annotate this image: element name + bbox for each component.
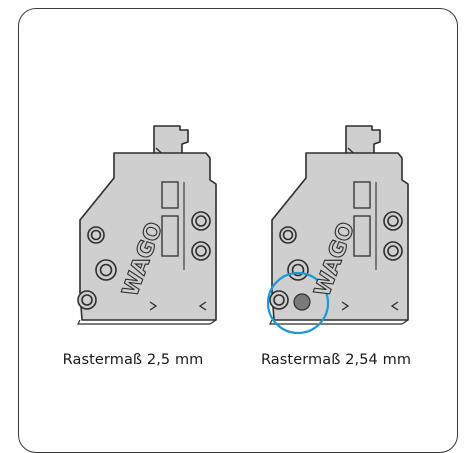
- caption-2-5mm: Rastermaß 2,5 mm: [62, 352, 204, 368]
- terminal-block-2-5mm: WAGO: [77, 125, 217, 325]
- highlight-ring: [266, 271, 330, 335]
- hole: [77, 211, 211, 310]
- extra-pin: [293, 293, 311, 311]
- terminal-block-2-54mm: WAGO: [266, 125, 409, 335]
- caption-2-54mm: Rastermaß 2,54 mm: [260, 352, 412, 368]
